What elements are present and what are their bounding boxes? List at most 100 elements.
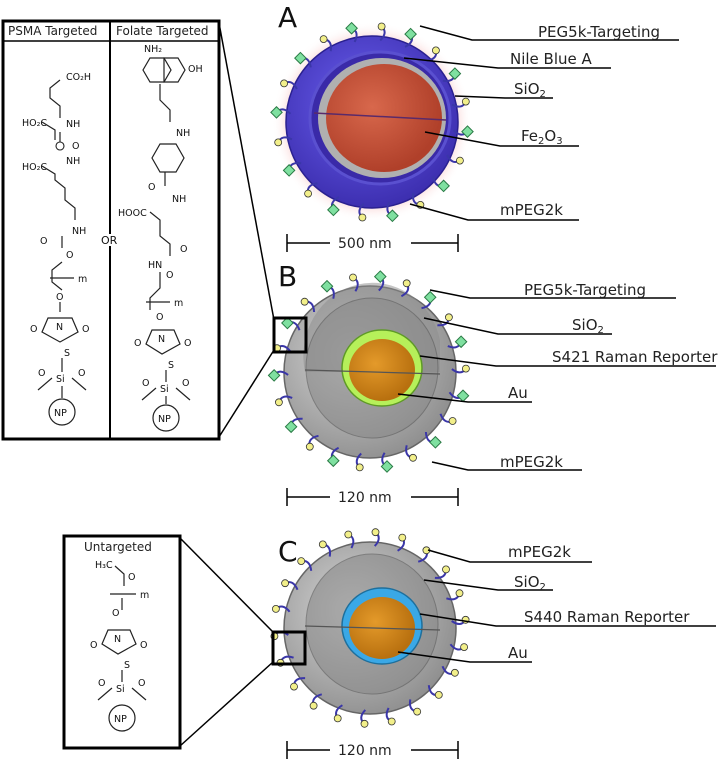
svg-text:O: O: [38, 368, 45, 379]
peg-terminal-icon: [402, 279, 411, 288]
targeting-ligand-icon: [437, 179, 450, 193]
targeting-ligand-icon: [454, 335, 468, 349]
peg-terminal-icon: [319, 35, 328, 43]
svg-text:N: N: [158, 334, 165, 345]
label-b-reporter: S421 Raman Reporter: [552, 348, 718, 366]
svg-text:HO₂C: HO₂C: [22, 118, 47, 129]
label-c-mpeg2k: mPEG2k: [508, 543, 571, 561]
peg-terminal-icon: [448, 417, 457, 425]
svg-text:O: O: [78, 368, 85, 379]
peg-terminal-icon: [304, 189, 313, 198]
label-a-peg5k: PEG5k-Targeting: [538, 23, 660, 41]
label-b-mpeg2k: mPEG2k: [500, 453, 563, 471]
svg-text:O: O: [182, 378, 189, 389]
peg-terminal-icon: [455, 589, 464, 598]
svg-text:HOOC: HOOC: [118, 208, 147, 219]
panel-b-letter: B: [278, 260, 297, 293]
svg-text:O: O: [148, 182, 155, 193]
peg-terminal-icon: [460, 643, 469, 651]
svg-text:NP: NP: [114, 714, 127, 725]
svg-text:NH: NH: [66, 119, 80, 130]
svg-text:NP: NP: [54, 408, 67, 419]
svg-text:N: N: [114, 634, 121, 645]
svg-text:O: O: [140, 640, 147, 651]
label-a-sio2: SiO2: [514, 80, 546, 100]
svg-text:O: O: [166, 270, 173, 281]
peg-terminal-icon: [377, 22, 386, 31]
fe2o3-core: [326, 64, 442, 172]
zoom-box-b: [272, 316, 308, 354]
svg-text:O: O: [156, 312, 163, 323]
svg-text:HN: HN: [148, 260, 162, 271]
peg-terminal-icon: [271, 605, 280, 613]
targeting-ligand-icon: [429, 435, 442, 449]
panel-b: B PEG5k-Targeting SiO2 S421 Raman Report…: [267, 260, 718, 506]
targeting-ligand-icon: [404, 27, 417, 41]
scale-bar-b: 120 nm: [286, 488, 459, 506]
scale-c-label: 120 nm: [338, 743, 392, 759]
peg-terminal-icon: [450, 668, 459, 677]
peg-terminal-icon: [355, 463, 364, 472]
label-a-mpeg2k: mPEG2k: [500, 201, 563, 219]
panel-a: A PEG5k-Targeting Nile Blue A SiO2 Fe2O3…: [270, 1, 679, 252]
svg-text:Si: Si: [160, 384, 169, 395]
svg-text:O: O: [82, 324, 89, 335]
targeting-ligand-icon: [423, 290, 437, 304]
targeting-ligand-icon: [282, 164, 296, 177]
svg-text:O: O: [30, 324, 37, 335]
svg-text:S: S: [64, 348, 70, 359]
peg-terminal-icon: [444, 313, 453, 322]
peg-terminal-icon: [455, 156, 464, 165]
peg-terminal-icon: [434, 691, 443, 699]
scale-a-label: 500 nm: [338, 236, 392, 252]
svg-text:NH: NH: [172, 194, 186, 205]
peg-terminal-icon: [360, 719, 369, 728]
panel-b-ligands: [267, 270, 470, 473]
svg-text:NH: NH: [72, 226, 86, 237]
folate-structure: NH₂ OH NH O NH HOOC O HN O m O N O O S S: [118, 44, 203, 432]
panel-c-letter: C: [278, 535, 298, 568]
svg-text:O: O: [98, 678, 105, 689]
svg-text:m: m: [174, 298, 183, 309]
svg-text:O: O: [138, 678, 145, 689]
scale-bar-c: 120 nm: [286, 741, 459, 759]
svg-text:S: S: [124, 660, 130, 671]
svg-text:O: O: [142, 378, 149, 389]
peg-terminal-icon: [387, 717, 396, 726]
peg-terminal-icon: [281, 579, 290, 588]
peg-terminal-icon: [309, 701, 318, 710]
targeting-ligand-icon: [386, 209, 399, 223]
svg-text:CO₂H: CO₂H: [66, 72, 91, 83]
svg-text:NP: NP: [158, 414, 171, 425]
svg-text:S: S: [168, 360, 174, 371]
targeting-ligand-icon: [456, 389, 470, 403]
svg-text:O: O: [112, 608, 119, 619]
targeting-ligand-icon: [373, 270, 387, 283]
panel-c: C mPEG2k SiO2 S440 Raman Reporter Au 120…: [270, 528, 716, 759]
peg-terminal-icon: [290, 682, 298, 691]
zoom-box-c: [271, 630, 307, 666]
svg-text:H₃C: H₃C: [95, 560, 113, 571]
targeting-ligand-icon: [326, 454, 340, 468]
peg-terminal-icon: [409, 453, 417, 462]
peg-terminal-icon: [274, 138, 283, 147]
peg-terminal-icon: [280, 79, 289, 88]
targeting-ligand-icon: [281, 316, 294, 330]
targeting-ligand-icon: [294, 51, 307, 65]
peg-terminal-icon: [344, 530, 353, 539]
peg-terminal-icon: [358, 213, 367, 222]
untargeted-chemistry-box: Untargeted H₃C O O m N O O S Si O O NP: [62, 534, 274, 750]
targeting-ligand-icon: [320, 279, 334, 293]
peg-terminal-icon: [305, 442, 314, 451]
svg-text:O: O: [184, 338, 191, 349]
svg-text:m: m: [78, 274, 87, 285]
label-b-peg5k: PEG5k-Targeting: [524, 281, 646, 299]
peg-terminal-icon: [461, 97, 470, 106]
targeting-ligand-icon: [270, 106, 283, 119]
svg-text:N: N: [56, 322, 63, 333]
svg-text:O: O: [40, 236, 47, 247]
psma-header: PSMA Targeted: [8, 24, 97, 38]
gold-core-b: [349, 339, 415, 401]
panel-c-ligands: [270, 528, 470, 728]
folate-header: Folate Targeted: [116, 24, 209, 38]
